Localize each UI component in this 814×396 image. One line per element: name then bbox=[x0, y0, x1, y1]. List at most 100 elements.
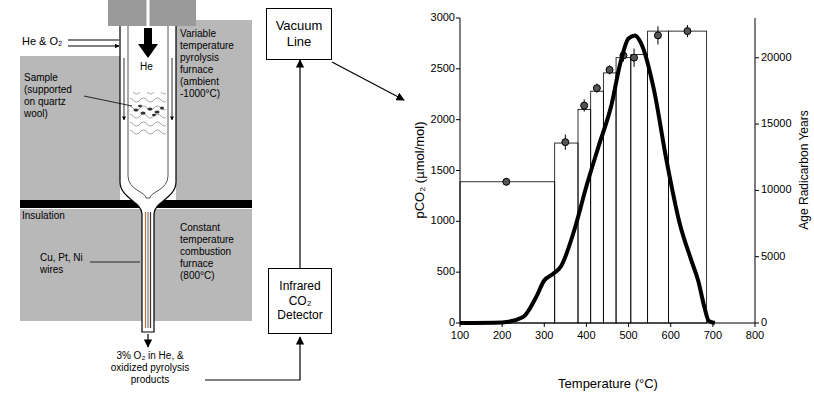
copper-wire bbox=[145, 212, 146, 328]
furnace-block bbox=[20, 209, 142, 321]
age-point bbox=[593, 85, 600, 92]
tick-mark bbox=[456, 272, 460, 273]
wire-label: Cu, Pt, Ni wires bbox=[40, 252, 90, 276]
tick-mark bbox=[755, 323, 759, 324]
age-point bbox=[631, 54, 638, 61]
tick-mark bbox=[628, 323, 629, 327]
tick-mark bbox=[456, 221, 460, 222]
outlet-label: 3% O₂ in He, & oxidized pyrolysis produc… bbox=[100, 350, 200, 386]
tick-mark bbox=[755, 256, 759, 257]
tick-mark bbox=[755, 190, 759, 191]
outer-glass-tube bbox=[120, 26, 176, 332]
drawing-part bbox=[141, 112, 146, 115]
tick-mark bbox=[586, 323, 587, 327]
tick-mark bbox=[544, 323, 545, 327]
gas-label: He bbox=[140, 61, 158, 73]
sample-label: Sample (supported on quartz wool) bbox=[24, 72, 84, 120]
furnace-label: Variable temperature pyrolysis furnace (… bbox=[180, 28, 250, 100]
leader-line bbox=[84, 96, 132, 106]
tick-mark bbox=[460, 323, 461, 327]
tick-label: 700 bbox=[704, 329, 722, 342]
tick-label: 0 bbox=[449, 316, 455, 329]
age-bar bbox=[591, 91, 604, 323]
insulation-bar bbox=[156, 200, 252, 208]
drawing-part bbox=[152, 114, 156, 116]
tick-label: 600 bbox=[662, 329, 680, 342]
inlet-line bbox=[68, 46, 119, 47]
tick-label: 200 bbox=[493, 329, 511, 342]
tick-label: 500 bbox=[619, 329, 637, 342]
inner-sample-tube bbox=[128, 26, 168, 198]
pco2-curve bbox=[460, 35, 715, 323]
leader-line bbox=[90, 262, 140, 263]
tick-label: 15000 bbox=[761, 117, 792, 130]
age-bar bbox=[669, 31, 707, 323]
data-arrow bbox=[332, 62, 404, 100]
furnace-label: Constant temperature combustion furnace … bbox=[180, 222, 250, 282]
tick-mark bbox=[502, 323, 503, 327]
box-label: Vacuum Line bbox=[267, 15, 331, 52]
tick-label: 500 bbox=[437, 266, 455, 279]
tick-mark bbox=[456, 68, 460, 69]
process-box: Vacuum Line bbox=[266, 8, 332, 60]
tick-label: 800 bbox=[746, 329, 764, 342]
age-point bbox=[684, 28, 691, 35]
tick-label: 3000 bbox=[431, 11, 455, 24]
tick-label: 2500 bbox=[431, 62, 455, 75]
inlet-line bbox=[68, 40, 119, 41]
age-bar bbox=[460, 182, 555, 323]
tick-mark bbox=[456, 18, 460, 19]
tick-label: 20000 bbox=[761, 51, 792, 64]
he-flow-arrow bbox=[138, 28, 158, 58]
tick-label: 5000 bbox=[761, 250, 785, 263]
axis-title: Age Radicarbon Years bbox=[797, 110, 811, 229]
drawing-part bbox=[138, 105, 142, 107]
tick-label: 1500 bbox=[431, 164, 455, 177]
insulation-bar bbox=[20, 200, 140, 208]
axis-title: Temperature (°C) bbox=[558, 376, 658, 392]
age-bar bbox=[631, 55, 648, 323]
drawing-part bbox=[155, 111, 160, 114]
furnace-block bbox=[154, 209, 252, 321]
tick-label: 0 bbox=[761, 316, 767, 329]
gas-line bbox=[205, 337, 300, 380]
outlet-arrow bbox=[147, 334, 148, 347]
tick-mark bbox=[456, 323, 460, 324]
tick-label: 2000 bbox=[431, 113, 455, 126]
tick-label: 400 bbox=[577, 329, 595, 342]
annulus-flow bbox=[124, 58, 125, 120]
furnace-block bbox=[20, 56, 120, 200]
furnace-block bbox=[176, 20, 252, 200]
axis-line bbox=[460, 323, 755, 324]
tick-label: 300 bbox=[535, 329, 553, 342]
annulus-flow bbox=[172, 58, 173, 120]
age-bar bbox=[616, 58, 631, 323]
tick-mark bbox=[456, 119, 460, 120]
nickel-wire bbox=[150, 212, 151, 328]
inlet-label: He & O₂ bbox=[22, 35, 68, 48]
tick-label: 10000 bbox=[761, 184, 792, 197]
flow-arrow bbox=[299, 60, 300, 268]
tick-mark bbox=[456, 170, 460, 171]
tick-mark bbox=[712, 323, 713, 327]
box-label: Infrared CO₂ Detector bbox=[269, 276, 331, 325]
age-point bbox=[654, 32, 661, 39]
axes bbox=[456, 18, 759, 327]
drawing-part bbox=[160, 107, 164, 110]
axis-title: pCO₂ (µmol/mol) bbox=[412, 121, 428, 218]
axis-line bbox=[755, 18, 756, 323]
tick-mark bbox=[755, 124, 759, 125]
tick-mark bbox=[670, 323, 671, 327]
platinum-wire bbox=[147, 212, 148, 328]
age-point bbox=[562, 139, 569, 146]
age-point bbox=[503, 178, 510, 185]
age-point bbox=[606, 66, 613, 73]
insulation-label: Insulation bbox=[22, 210, 82, 222]
sample-grains bbox=[134, 105, 165, 116]
he-inlet-stem bbox=[147, 0, 150, 26]
tick-label: 100 bbox=[451, 329, 469, 342]
age-point bbox=[581, 102, 588, 109]
